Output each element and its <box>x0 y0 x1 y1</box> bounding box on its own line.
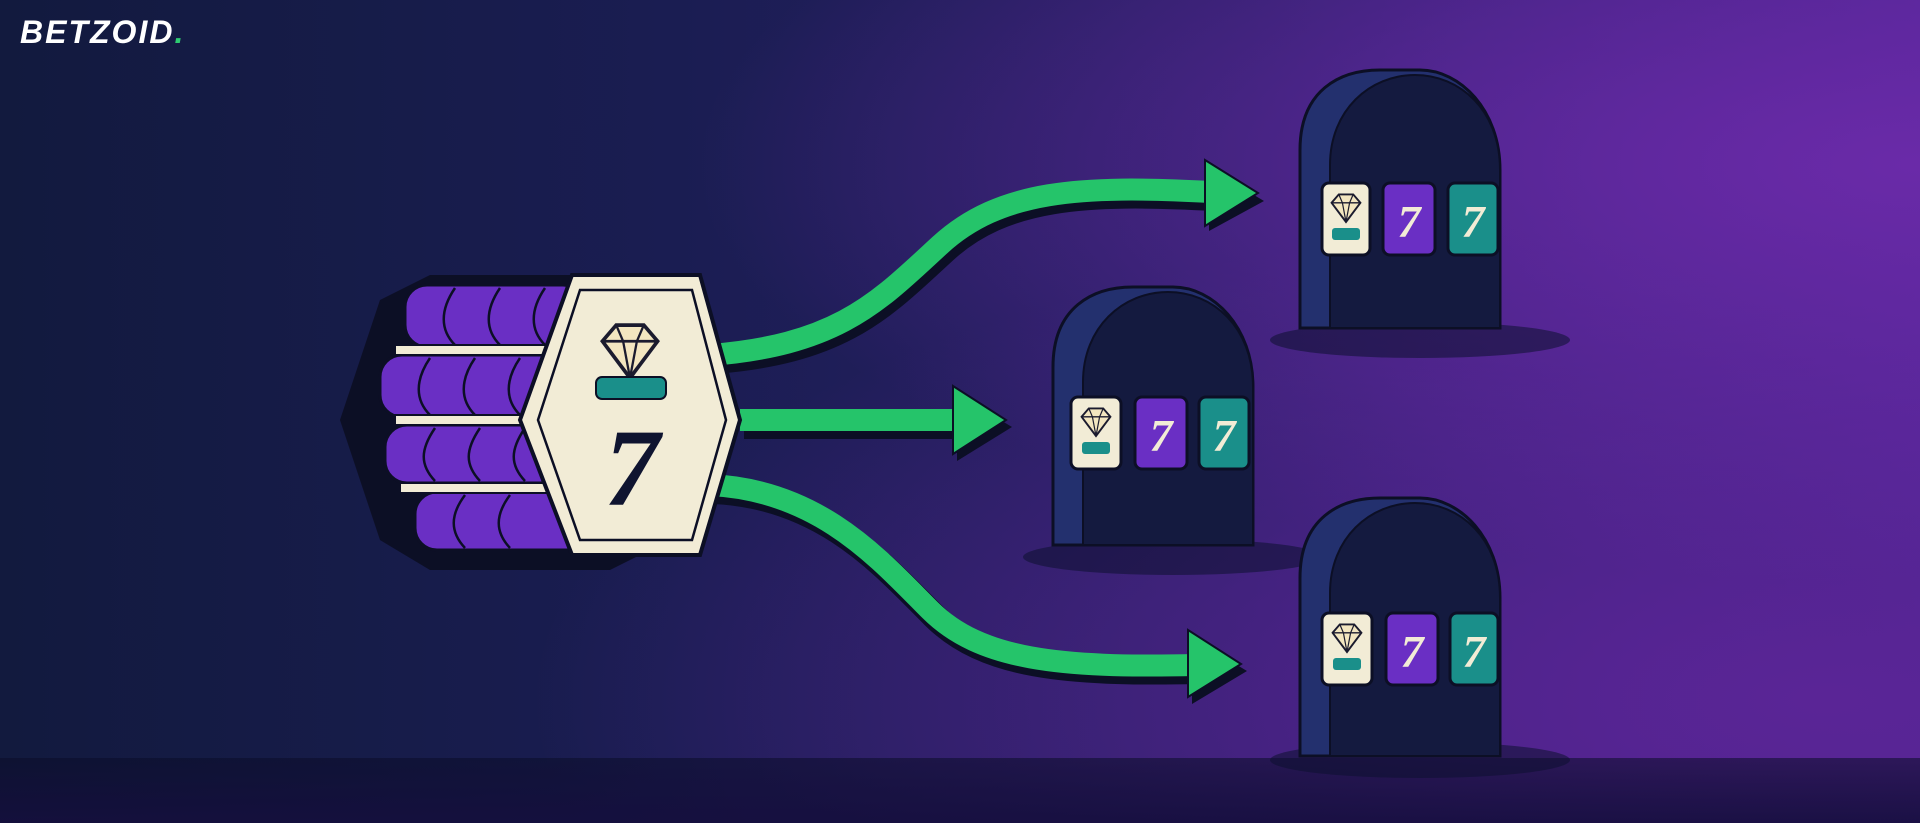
arrow-middle <box>740 384 1012 461</box>
svg-text:7: 7 <box>1213 410 1238 461</box>
svg-text:7: 7 <box>1398 196 1423 247</box>
reel-seven: 7 <box>605 407 664 529</box>
reel-face: 7 <box>517 273 743 557</box>
brand-name: BETZOID <box>20 14 175 50</box>
svg-text:7: 7 <box>1463 626 1488 677</box>
arrow-bottom <box>699 474 1247 704</box>
slot-machine-top: 7 7 <box>1270 68 1570 358</box>
arrow-top <box>699 158 1264 374</box>
svg-text:7: 7 <box>1462 196 1487 247</box>
central-slot-reel: 7 <box>340 273 743 570</box>
brand-dot: . <box>174 14 186 50</box>
brand-logo: BETZOID. <box>20 14 185 51</box>
floor-shadow <box>0 758 1920 823</box>
slot-machine-middle: 7 7 <box>1023 285 1323 575</box>
slot-machine-bottom: 7 7 <box>1270 496 1570 778</box>
svg-text:7: 7 <box>1150 410 1175 461</box>
svg-text:7: 7 <box>1401 626 1426 677</box>
